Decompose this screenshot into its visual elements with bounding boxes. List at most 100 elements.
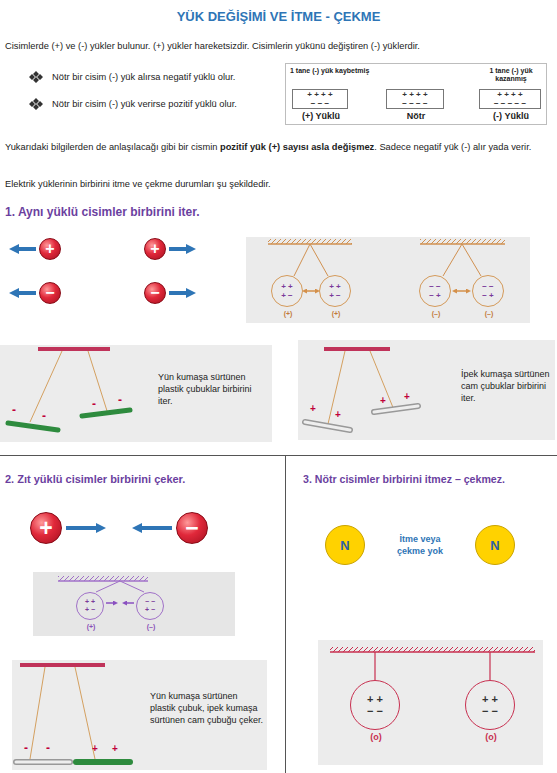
charge-rows: − −− + (473, 276, 503, 306)
bullet (29, 71, 43, 110)
charge-row: + + (85, 598, 95, 606)
charge-sign: - (92, 396, 96, 412)
charge-rows: + ++ − (77, 593, 103, 619)
body-text: Yukarıdaki bilgilerden de anlaşılacağı g… (5, 142, 217, 152)
charge-box: + + + +− − − − −(-) Yüklü (479, 89, 541, 109)
charge-row: − − − − − (494, 99, 526, 108)
neutral-circle: N (325, 525, 365, 565)
charge-sign: + (335, 408, 341, 421)
charge-sign: + (112, 742, 118, 755)
body-text: Nötr bir cisim (-) yük verirse pozitif y… (52, 98, 282, 110)
charge-caption: (+) (260, 309, 316, 318)
pendulum-ball: − −− +(–) (472, 275, 504, 307)
body-text: Nötr bir cisim (-) yük alırsa negatif yü… (52, 71, 282, 83)
page-title: YÜK DEĞİŞİMİ VE İTME - ÇEKME (0, 9, 557, 24)
body-text: Cisimlerde (+) ve (-) yükler bulunur. (+… (5, 40, 557, 52)
charge-row: − + (482, 291, 494, 300)
charge-row: − − (367, 705, 383, 717)
body-text: Elektrik yüklerinin birbirini itme ve çe… (5, 178, 553, 190)
charge-row: − − (429, 282, 441, 291)
charge-circle: + (39, 238, 61, 260)
charge-rows: − −+ − (137, 593, 163, 619)
body-text: . Sadece negatif yük (-) alır yada verir… (374, 142, 531, 152)
section-heading: 1. Aynı yüklü cisimler birbirini iter. (5, 204, 285, 220)
charge-frame: 1 tane (-) yük kaybetmiş 1 tane (-) yük k… (285, 63, 547, 125)
charge-box: + + + +− − −(+) Yüklü (292, 89, 348, 109)
charge-rows: + +− − (466, 681, 514, 729)
charge-sign: - (42, 408, 46, 424)
charge-caption: (+) (308, 309, 364, 318)
charge-caption: Nötr (375, 111, 457, 122)
charge-caption: (o) (339, 732, 413, 743)
charge-sign: - (46, 740, 50, 756)
charge-rows: + + + +− − − − − (480, 90, 540, 108)
emphasis-text: pozitif yük (+) sayısı asla değişmez (220, 142, 374, 152)
charge-caption: (–) (125, 622, 177, 631)
pendulum-ball: + ++ −(+) (319, 275, 351, 307)
charge-caption: (–) (408, 309, 464, 318)
panel-caption: İpek kumaşa sürtünen cam çubuklar birbir… (461, 368, 553, 404)
charge-symbol: − (45, 285, 54, 301)
neutral-symbol: N (340, 539, 349, 552)
charge-circle: − (144, 282, 166, 304)
charge-symbol: + (39, 517, 52, 540)
rod-panel: Yün kumaşa sürtünen plastik çubuk, ipek … (12, 660, 267, 770)
charge-sign: - (24, 740, 28, 756)
pendulum-ball: + +− −(o) (350, 680, 400, 730)
charge-row: − − − − (402, 99, 427, 108)
charge-row: + − (85, 606, 95, 614)
pendulum-ball: + ++ −(+) (271, 275, 303, 307)
pendulum-ball: − −− +(–) (419, 275, 451, 307)
charge-symbol: + (45, 241, 54, 257)
charge-circle: + (144, 238, 166, 260)
charge-caption: (–) (461, 309, 517, 318)
charge-row: + − (281, 291, 293, 300)
charge-symbol: − (185, 517, 198, 540)
charge-sign: + (310, 402, 316, 415)
frame-note: 1 tane (-) yük kazanmış (478, 67, 544, 83)
charge-circle: − (176, 512, 208, 544)
charge-rows: + + + +− − − − (387, 90, 443, 108)
charge-row: − − (482, 282, 494, 291)
charge-sign: + (404, 390, 410, 403)
rod-panel: İpek kumaşa sürtünen cam çubuklar birbir… (298, 340, 555, 440)
charge-rows: + ++ − (320, 276, 350, 306)
panel-caption: Yün kumaşa sürtünen plastik çubuklar bir… (158, 371, 268, 407)
charge-sign: + (92, 742, 98, 755)
charge-sign: + (380, 394, 386, 407)
frame-note: 1 tane (-) yük kaybetmiş (290, 67, 370, 75)
neutral-circle: N (475, 525, 515, 565)
pendulum-ball: − −+ −(–) (136, 592, 164, 620)
charge-caption: (+) (65, 622, 117, 631)
pendulum-ball: + +− −(o) (465, 680, 515, 730)
charge-row: + + (367, 693, 383, 705)
charge-row: + + (281, 282, 293, 291)
charge-row: + − (145, 606, 155, 614)
charge-symbol: − (150, 285, 159, 301)
charge-row: − − − (311, 99, 329, 108)
rod-panel: Yün kumaşa sürtünen plastik çubuklar bir… (0, 345, 272, 442)
charge-row: + + (329, 282, 341, 291)
charge-circle: − (39, 282, 61, 304)
charge-row: − − (482, 705, 498, 717)
section-heading: 2. Zıt yüklü cisimler birbirini çeker. (5, 472, 280, 486)
charge-symbol: + (150, 241, 159, 257)
charge-row: − + (429, 291, 441, 300)
charge-caption: (+) Yüklü (281, 111, 361, 122)
charge-rows: + ++ − (272, 276, 302, 306)
panel-caption: Yün kumaşa sürtünen plastik çubuk, ipek … (150, 690, 264, 726)
body-text: İtme veya çekme yok (388, 533, 452, 557)
charge-row: + + + + (402, 90, 427, 99)
charge-row: + − (329, 291, 341, 300)
charge-circle: + (30, 512, 62, 544)
section-heading: 3. Nötr cisimler birbirini itmez – çekme… (303, 472, 555, 486)
charge-sign: - (118, 392, 122, 408)
pendulum-ball: + ++ −(+) (76, 592, 104, 620)
charge-row: + + (482, 693, 498, 705)
charge-rows: − −− + (420, 276, 450, 306)
charge-caption: (-) Yüklü (468, 111, 554, 122)
charge-row: + + + + (497, 90, 522, 99)
neutral-symbol: N (490, 539, 499, 552)
paragraph: Yukarıdaki bilgilerden de anlaşılacağı g… (5, 140, 553, 154)
